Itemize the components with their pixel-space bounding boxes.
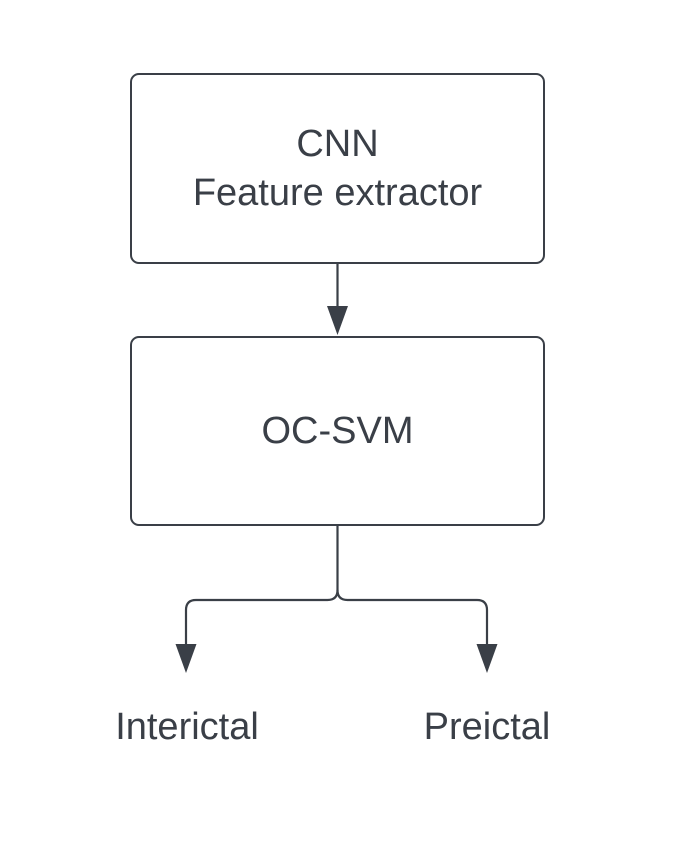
- cnn-feature-extractor-node: CNN Feature extractor: [130, 73, 545, 264]
- cnn-node-title: CNN: [296, 122, 379, 165]
- ocsvm-node-label: OC-SVM: [261, 409, 414, 452]
- connector-ocsvm-to-preictal: [336, 588, 489, 650]
- ocsvm-node: OC-SVM: [130, 336, 545, 526]
- interictal-output-label: Interictal: [115, 706, 259, 748]
- cnn-node-subtitle: Feature extractor: [192, 171, 483, 214]
- arrowhead-into-interictal: [175, 644, 197, 673]
- arrowhead-into-preictal: [476, 644, 498, 673]
- arrowhead-into-ocsvm: [327, 306, 348, 335]
- preictal-output-label: Preictal: [423, 706, 551, 748]
- connector-ocsvm-to-interictal: [184, 524, 339, 650]
